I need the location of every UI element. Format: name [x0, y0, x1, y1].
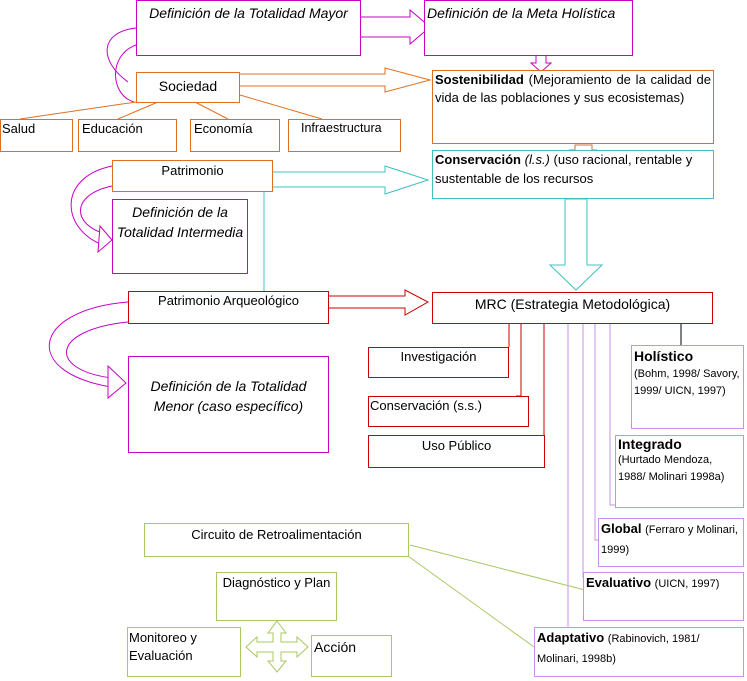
- arrow-into-sostenibilidad: [529, 54, 553, 73]
- circuito-label: Circuito de Retroalimentación: [191, 527, 362, 542]
- conservacion-ls-box: Conservación (l.s.) (uso racional, renta…: [432, 150, 714, 199]
- totalidad-menor-box: Definición de la Totalidad Menor (caso e…: [128, 356, 329, 453]
- accion-label: Acción: [314, 639, 357, 655]
- curve-arqueologico-to-menor: [48, 301, 129, 389]
- sostenibilidad-term: Sostenibilidad: [435, 72, 524, 87]
- monitoreo-label: Monitoreo y Evaluación: [129, 630, 197, 663]
- arrowhead-intermedia: [97, 224, 113, 254]
- arrow-conservacion-to-mrc: [548, 198, 604, 291]
- line-sociedad-educacion: [117, 101, 159, 120]
- patrimonio-arqueologico-box: Patrimonio Arqueológico: [128, 291, 329, 324]
- conservacion-ls-text: (uso racional, rentable y sustentable de…: [435, 152, 693, 186]
- arrowhead-menor: [107, 364, 127, 400]
- integrado-ref: (Hurtado Mendoza, 1988/ Molinari 1998a): [618, 454, 725, 483]
- sociedad-label: Sociedad: [158, 78, 218, 94]
- sector-educacion-box: Educación: [78, 119, 177, 152]
- line-sociedad-salud: [19, 101, 137, 120]
- curve-arqueologico-to-menor-2: [66, 321, 129, 379]
- adaptativo-box: Adaptativo (Rabinovich, 1981/ Molinari, …: [534, 627, 744, 677]
- conservacion-ss-label: Conservación (s.s.): [370, 398, 482, 413]
- curve-mayor-to-sociedad: [106, 27, 137, 83]
- accion-box: Acción: [311, 635, 392, 677]
- global-box: Global (Ferraro y Molinari, 1999): [598, 518, 744, 567]
- integrado-term: Integrado: [618, 436, 682, 452]
- curve-mayor-to-sociedad-2: [115, 44, 137, 103]
- sector-educacion-label: Educación: [82, 121, 143, 136]
- investigacion-label: Investigación: [400, 349, 477, 364]
- adaptativo-term: Adaptativo: [537, 630, 605, 645]
- patrimonio-box: Patrimonio: [112, 160, 273, 192]
- evaluativo-box: Evaluativo (UICN, 1997): [583, 572, 744, 621]
- line-mrc-integrado: [609, 323, 615, 506]
- integrado-box: Integrado (Hurtado Mendoza, 1988/ Molina…: [615, 435, 744, 508]
- curve-patrimonio-to-intermedia-2: [80, 185, 113, 235]
- sociedad-box: Sociedad: [136, 72, 240, 103]
- line-sociedad-infraestructura: [239, 94, 323, 120]
- sector-salud-box: Salud: [0, 119, 73, 152]
- holistico-box: Holístico (Bohm, 1998/ Savory, 1999/ UIC…: [631, 345, 744, 429]
- totalidad-menor-label: Definición de la Totalidad Menor (caso e…: [150, 378, 307, 415]
- patrimonio-label: Patrimonio: [161, 163, 224, 178]
- investigacion-box: Investigación: [368, 347, 509, 378]
- arrow-mayor-to-meta: [361, 8, 431, 46]
- sector-economia-box: Economía: [190, 119, 280, 152]
- adaptativo-ref: (Rabinovich, 1981/ Molinari, 1998b): [537, 633, 700, 665]
- global-ref: (Ferraro y Molinari, 1999): [601, 524, 738, 556]
- arrow-sociedad-to-sostenibilidad: [240, 67, 432, 93]
- meta-holistica-box: Definición de la Meta Holística: [424, 0, 633, 56]
- sector-infraestructura-label: Infraestructura: [301, 121, 382, 135]
- sostenibilidad-box: Sostenibilidad (Mejoramiento de la calid…: [432, 70, 714, 144]
- totalidad-intermedia-box: Definición de la Totalidad Intermedia: [112, 199, 248, 274]
- circuito-box: Circuito de Retroalimentación: [144, 523, 409, 557]
- conservacion-ss-box: Conservación (s.s.): [368, 396, 529, 427]
- totalidad-intermedia-label: Definición de la Totalidad Intermedia: [116, 204, 244, 240]
- sector-infraestructura-box: Infraestructura: [288, 119, 401, 152]
- arrow-arqueologico-to-mrc: [329, 289, 430, 316]
- holistico-ref: (Bohm, 1998/ Savory, 1999/ UICN, 1997): [634, 368, 740, 397]
- line-circuito-adaptativo: [407, 555, 535, 648]
- curve-patrimonio-to-intermedia: [70, 165, 113, 247]
- line-mrc-global: [594, 323, 598, 541]
- uso-publico-box: Uso Público: [368, 435, 545, 468]
- patrimonio-arqueologico-label: Patrimonio Arqueológico: [158, 293, 299, 308]
- line-sociedad-economia: [194, 101, 229, 120]
- monitoreo-box: Monitoreo y Evaluación: [127, 627, 241, 677]
- line-mrc-conservacion: [516, 323, 522, 397]
- uso-publico-label: Uso Público: [421, 438, 492, 453]
- totalidad-mayor-label: Definición de la Totalidad Mayor: [149, 5, 348, 21]
- diagnostico-label: Diagnóstico y Plan: [222, 575, 331, 590]
- sector-salud-label: Salud: [2, 121, 36, 136]
- holistico-term: Holístico: [634, 348, 694, 364]
- sector-economia-label: Economía: [194, 121, 253, 136]
- arrow-patrimonio-to-conservacion: [273, 165, 430, 195]
- evaluativo-ref: (UICN, 1997): [654, 578, 720, 590]
- diagnostico-box: Diagnóstico y Plan: [216, 572, 337, 621]
- evaluativo-term: Evaluativo: [586, 575, 652, 590]
- conservacion-ls-abbr: (l.s.): [524, 152, 550, 167]
- totalidad-mayor-box: Definición de la Totalidad Mayor: [136, 0, 361, 56]
- meta-holistica-label: Definición de la Meta Holística: [427, 5, 616, 21]
- mrc-box: MRC (Estrategia Metodológica): [432, 292, 713, 324]
- global-term: Global: [601, 521, 642, 536]
- feedback-cross-arrow: [245, 620, 309, 673]
- mrc-label: MRC (Estrategia Metodológica): [474, 296, 671, 312]
- line-circuito-evaluativo: [409, 544, 586, 591]
- sostenibilidad-text: (Mejoramiento de la calidad de vida de l…: [435, 72, 711, 106]
- conservacion-ls-term: Conservación: [435, 152, 521, 167]
